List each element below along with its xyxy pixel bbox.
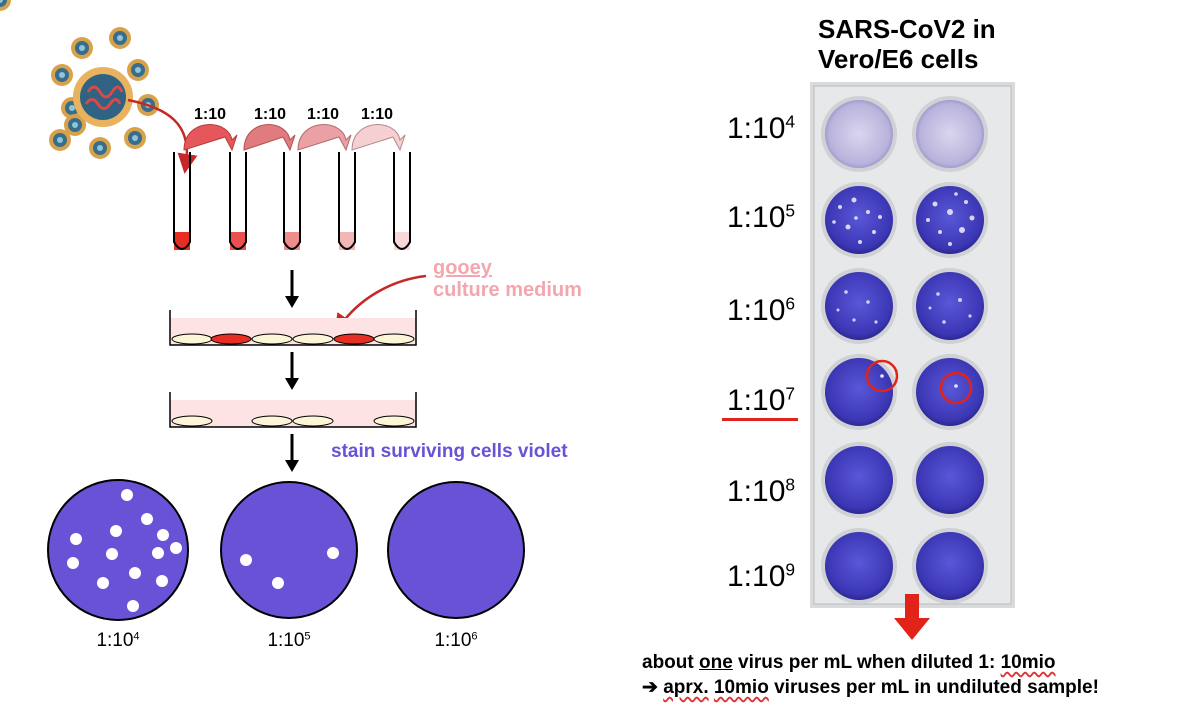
medium-label-line1: gooey bbox=[433, 257, 492, 279]
stained-dish-2 bbox=[220, 481, 358, 619]
stained-dish-3 bbox=[387, 481, 525, 619]
dilution-arrows bbox=[183, 124, 406, 152]
row-label-5: 1:108 bbox=[727, 474, 796, 508]
stained-dish-1 bbox=[47, 479, 189, 621]
serial-dilution-diagram bbox=[0, 0, 525, 621]
culture-plate-infected bbox=[169, 310, 417, 346]
plaque-highlight-circle-1 bbox=[865, 359, 899, 393]
process-arrows bbox=[285, 270, 299, 472]
row-label-6: 1:109 bbox=[727, 559, 796, 593]
conclusion-line2: ➔ aprx. 10mio viruses per mL in undilute… bbox=[642, 677, 1099, 698]
plaque-assay-plate-photo bbox=[810, 82, 1015, 608]
tube-3 bbox=[283, 152, 301, 250]
row-label-1: 1:104 bbox=[727, 111, 796, 145]
plate-title-line2: Vero/E6 cells bbox=[818, 44, 979, 74]
row-label-4: 1:107 bbox=[727, 383, 796, 417]
row-label-3: 1:106 bbox=[727, 293, 796, 327]
dish-label-2: 1:105 bbox=[267, 630, 311, 651]
virus-cluster-icon bbox=[0, 0, 159, 159]
dish-label-1: 1:104 bbox=[96, 630, 140, 651]
tube-5 bbox=[393, 152, 411, 250]
dilution-step-1: 1:10 bbox=[194, 106, 227, 123]
dish-label-3: 1:106 bbox=[434, 630, 478, 651]
tube-1 bbox=[173, 152, 191, 250]
highlight-underline bbox=[722, 418, 798, 421]
conclusion-text: about one virus per mL when diluted 1: 1… bbox=[642, 650, 1099, 700]
plate-title: SARS-CoV2 in Vero/E6 cells bbox=[818, 14, 996, 74]
inoculation-arrow bbox=[127, 98, 198, 174]
tube-2 bbox=[229, 152, 247, 250]
result-arrow-icon bbox=[894, 594, 930, 640]
dilution-tubes bbox=[173, 152, 411, 250]
dilution-step-3: 1:10 bbox=[307, 106, 340, 123]
culture-plate-lysed bbox=[169, 392, 417, 428]
row-label-2: 1:105 bbox=[727, 200, 796, 234]
dilution-step-2: 1:10 bbox=[254, 106, 287, 123]
medium-label: gooey culture medium bbox=[433, 257, 582, 301]
medium-arrow bbox=[334, 274, 427, 335]
conclusion-line1: about one virus per mL when diluted 1: 1… bbox=[642, 652, 1056, 673]
plate-title-line1: SARS-CoV2 in bbox=[818, 14, 996, 44]
stain-label: stain surviving cells violet bbox=[331, 441, 568, 462]
dilution-step-4: 1:10 bbox=[361, 106, 394, 123]
plaque-highlight-circle-2 bbox=[939, 371, 973, 405]
medium-label-line2: culture medium bbox=[433, 279, 582, 301]
tube-4 bbox=[338, 152, 356, 250]
